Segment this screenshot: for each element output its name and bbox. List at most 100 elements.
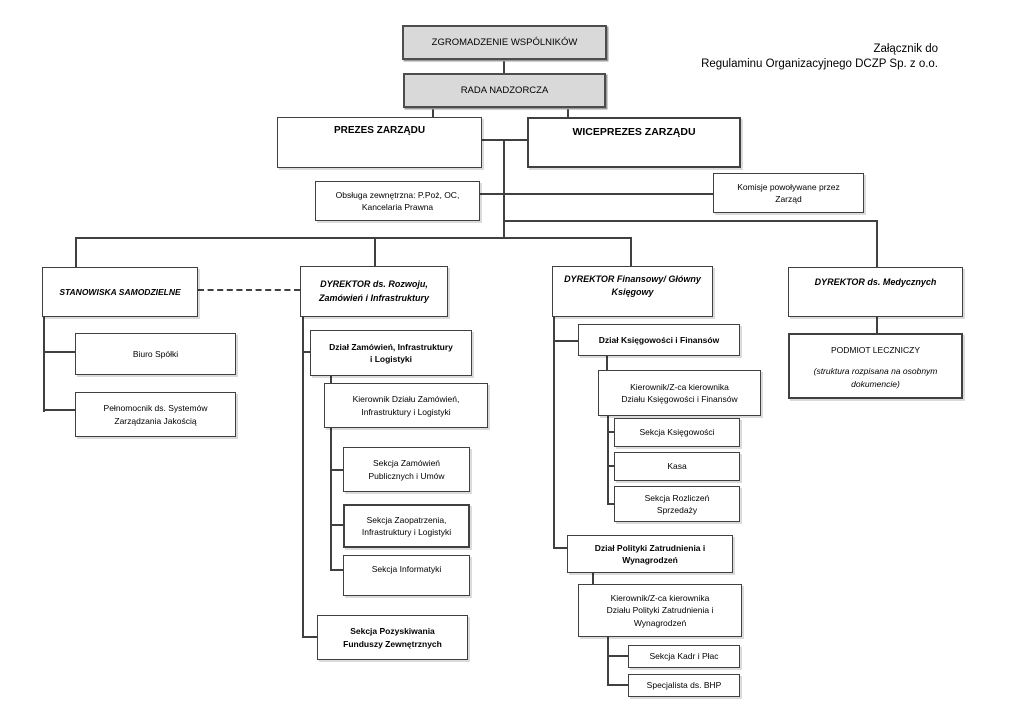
connector-to-dzial-zamowien: [302, 351, 312, 353]
node-label: Publicznych i Umów: [368, 470, 445, 481]
node-podmiot-leczniczy: PODMIOT LECZNICZY (struktura rozpisana n…: [788, 333, 963, 399]
connector-drop-finansowy: [630, 237, 632, 267]
node-label: Sekcja Zamówień: [372, 458, 441, 469]
node-label: Zarządzania Jakością: [114, 415, 197, 426]
node-label: PREZES ZARZĄDU: [333, 125, 426, 136]
node-pelnomocnik-jakosci: Pełnomocnik ds. Systemów Zarządzania Jak…: [75, 392, 236, 437]
node-label: Zamówień i Infrastruktury: [318, 292, 430, 303]
node-label: Infrastruktury i Logistyki: [361, 527, 452, 537]
node-sekcja-zamowien-publicznych: Sekcja Zamówień Publicznych i Umów: [343, 447, 470, 492]
node-label: Działu Księgowości i Finansów: [621, 394, 738, 404]
node-sekcja-rozliczen: Sekcja Rozliczeń Sprzedaży: [614, 486, 740, 522]
node-label: Wynagrodzeń: [622, 555, 678, 565]
node-label: Dział Zamówień, Infrastruktury: [329, 341, 453, 352]
node-label: Komisje powoływane przez: [737, 181, 840, 192]
node-label: Kierownik Działu Zamówień,: [352, 394, 460, 405]
node-label: Funduszy Zewnętrznych: [343, 638, 442, 649]
node-komisje: Komisje powoływane przez Zarząd: [713, 173, 864, 213]
node-label: DYREKTOR ds. Medycznych: [814, 277, 937, 287]
node-label: Kierownik/Z-ca kierownika: [610, 593, 710, 604]
node-label: Pełnomocnik ds. Systemów: [103, 403, 208, 414]
attachment-note-line: Regulaminu Organizacyjnego DCZP Sp. z o.…: [701, 58, 938, 71]
node-label: dokumencie): [851, 378, 900, 389]
connector-medyczny-podmiot: [876, 316, 878, 333]
node-label: DYREKTOR Finansowy/ Główny: [564, 274, 701, 284]
node-label: Dział Księgowości i Finansów: [598, 334, 720, 345]
node-sekcja-informatyki: Sekcja Informatyki: [343, 555, 470, 596]
node-label: RADA NADZORCZA: [460, 84, 549, 96]
node-label: WICEPREZES ZARZĄDU: [572, 126, 696, 138]
node-label: (struktura rozpisana na osobnym: [813, 366, 938, 377]
connector-to-medyczny: [503, 220, 878, 222]
connector-finansowy-trunk: [553, 315, 555, 549]
node-label: Kancelaria Prawna: [361, 202, 434, 212]
connector-directors-bar: [75, 237, 632, 239]
node-dyrektor-rozwoju: DYREKTOR ds. Rozwoju, Zamówień i Infrast…: [300, 266, 448, 317]
node-obsluga-zewnetrzna: Obsługa zewnętrzna: P.Poż, OC, Kancelari…: [315, 181, 480, 221]
connector-rada-prezes: [432, 107, 434, 118]
connector-to-dzial-ksiegowosci: [553, 340, 579, 342]
connector-to-sekcja-rozliczen: [607, 503, 615, 505]
node-label: Kasa: [667, 461, 687, 472]
node-zgromadzenie-wspolnikow: ZGROMADZENIE WSPÓLNIKÓW: [402, 25, 607, 60]
node-label: Sekcja Rozliczeń: [644, 492, 710, 503]
node-label: Infrastruktury i Logistyki: [361, 406, 451, 417]
node-label: Działu Polityki Zatrudnienia i: [606, 605, 714, 616]
connector-to-sekcja-informatyki: [330, 569, 344, 571]
node-label: Zarząd: [775, 194, 802, 204]
node-dyrektor-medyczny: DYREKTOR ds. Medycznych: [788, 267, 963, 317]
node-stanowiska-samodzielne: STANOWISKA SAMODZIELNE: [42, 267, 198, 317]
node-label: i Logistyki: [369, 354, 413, 364]
connector-drop-rozwoju: [374, 237, 376, 266]
node-label: Specjalista ds. BHP: [646, 680, 722, 691]
node-biuro-spolki: Biuro Spółki: [75, 333, 236, 375]
node-label: Dział Polityki Zatrudnienia i: [594, 542, 706, 553]
node-label: Sekcja Pozyskiwania: [350, 626, 435, 637]
connector-to-sekcja-ksiegowosci: [607, 431, 615, 433]
node-prezes-zarzadu: PREZES ZARZĄDU: [277, 117, 482, 168]
node-sekcja-kadr: Sekcja Kadr i Płac: [628, 645, 740, 668]
connector-to-medyczny-drop: [876, 220, 878, 267]
connector-to-biuro: [43, 351, 75, 353]
attachment-note-line: Załącznik do: [873, 43, 938, 55]
connector-rozwoju-trunk: [302, 316, 304, 638]
node-label: Sekcja Księgowości: [639, 427, 715, 438]
connector-to-kasa: [607, 465, 615, 467]
node-label: ZGROMADZENIE WSPÓLNIKÓW: [431, 36, 578, 48]
connector-dzial-kierownik-zamowien: [330, 374, 332, 384]
node-wiceprezes-zarzadu: WICEPREZES ZARZĄDU: [527, 117, 741, 168]
node-sekcja-zaopatrzenia: Sekcja Zaopatrzenia, Infrastruktury i Lo…: [343, 504, 470, 548]
connector-to-sekcja-zam-pub: [330, 469, 344, 471]
connector-obsluga-komisje: [480, 193, 713, 195]
node-dyrektor-finansowy: DYREKTOR Finansowy/ Główny Księgowy: [552, 266, 713, 317]
spacer: [790, 356, 961, 365]
connector-kier-ksiegowosci-trunk: [607, 415, 609, 505]
node-label: Sekcja Informatyki: [371, 564, 442, 574]
node-label: Księgowy: [611, 287, 654, 298]
connector-dzial-kier-polityki: [592, 571, 594, 584]
connector-dashed-stanowiska-rozwoju: [198, 289, 300, 291]
node-kierownik-polityki-zatrudnienia: Kierownik/Z-ca kierownika Działu Polityk…: [578, 584, 742, 637]
connector-main-trunk: [503, 139, 505, 239]
node-label: Sekcja Kadr i Płac: [649, 651, 719, 662]
node-kierownik-ksiegowosci: Kierownik/Z-ca kierownika Działu Księgow…: [598, 370, 761, 416]
connector-to-sekcja-zaopatrzenia: [330, 524, 344, 526]
node-specjalista-bhp: Specjalista ds. BHP: [628, 674, 740, 697]
node-label: Sprzedaży: [656, 505, 698, 515]
node-sekcja-ksiegowosci: Sekcja Księgowości: [614, 418, 740, 447]
node-label: Sekcja Zaopatrzenia,: [366, 514, 447, 525]
node-kierownik-zamowien: Kierownik Działu Zamówień, Infrastruktur…: [324, 383, 488, 428]
node-rada-nadzorcza: RADA NADZORCZA: [403, 73, 606, 108]
node-sekcja-pozyskiwania-funduszy: Sekcja Pozyskiwania Funduszy Zewnętrznyc…: [317, 615, 468, 660]
connector-to-pelnomocnik: [43, 409, 75, 411]
connector-dzial-kier-ksiegowosci: [606, 355, 608, 370]
node-label: Wynagrodzeń: [633, 617, 687, 628]
node-dzial-ksiegowosci: Dział Księgowości i Finansów: [578, 324, 740, 356]
connector-kier-zamowien-trunk: [330, 427, 332, 571]
connector-to-dzial-polityki: [553, 547, 568, 549]
node-dzial-zamowien: Dział Zamówień, Infrastruktury i Logisty…: [310, 330, 472, 376]
node-kasa: Kasa: [614, 452, 740, 481]
connector-to-sekcja-kadr: [607, 655, 628, 657]
connector-to-sekcja-pozyskiwania: [302, 636, 319, 638]
